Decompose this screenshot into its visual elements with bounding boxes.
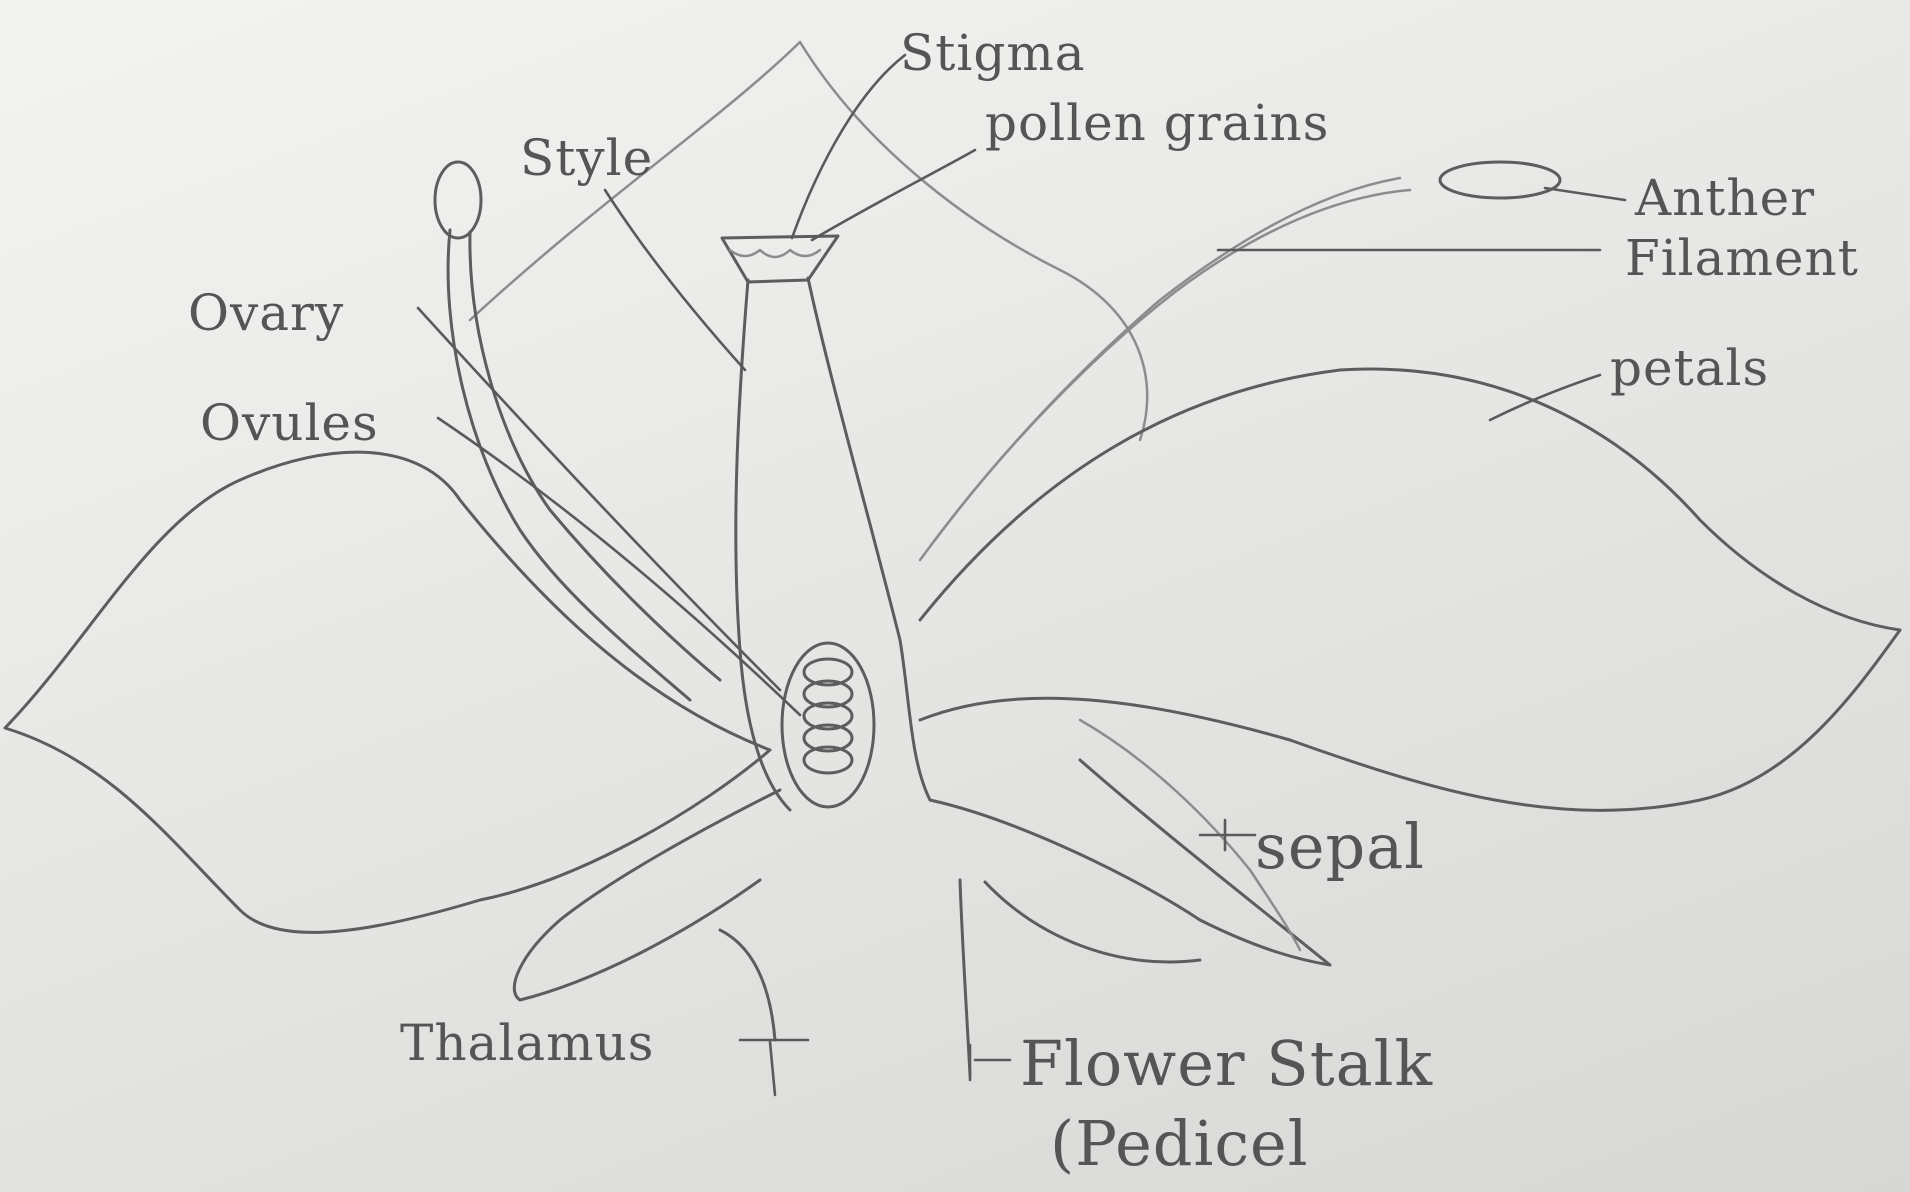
leader-petals [1490, 375, 1600, 420]
leader-ovary [418, 308, 780, 690]
pedicel-edge [985, 882, 1200, 962]
left-petal [5, 452, 770, 932]
stigma-cap [722, 236, 838, 282]
label-style: Style [520, 129, 653, 187]
stigma-texture [730, 250, 820, 257]
pedicel [960, 880, 970, 1075]
right-anther [1440, 162, 1560, 198]
label-pedicel: (Pedicel [1050, 1107, 1309, 1180]
label-petals: petals [1610, 339, 1769, 397]
style-column-right [808, 278, 930, 800]
label-pollen-grains: pollen grains [985, 94, 1329, 152]
thalamus-curve [720, 930, 775, 1040]
leader-style [605, 190, 745, 370]
leader-sepal [1200, 820, 1255, 850]
right-stamen-filament-edge [935, 190, 1410, 540]
label-filament: Filament [1625, 229, 1859, 287]
left-stamen-filament [448, 230, 690, 700]
left-sepal [514, 790, 780, 1000]
label-sepal: sepal [1255, 810, 1425, 883]
leader-ovules [438, 418, 800, 715]
label-ovules: Ovules [200, 394, 379, 452]
leader-pollen-grains [812, 150, 975, 240]
label-thalamus: Thalamus [400, 1014, 654, 1072]
right-stamen-filament [920, 178, 1400, 560]
ovules [804, 659, 852, 773]
right-petal [920, 369, 1900, 810]
label-anther: Anther [1634, 169, 1815, 227]
left-stamen-filament-edge [470, 232, 720, 680]
leader-anther [1545, 188, 1625, 200]
label-flower-stalk: Flower Stalk [1020, 1027, 1433, 1100]
label-stigma: Stigma [900, 24, 1086, 82]
label-ovary: Ovary [188, 284, 344, 342]
leader-thalamus [740, 1040, 808, 1095]
leader-stigma [792, 55, 905, 238]
left-anther [435, 162, 481, 238]
leader-flower-stalk [970, 1045, 1010, 1080]
